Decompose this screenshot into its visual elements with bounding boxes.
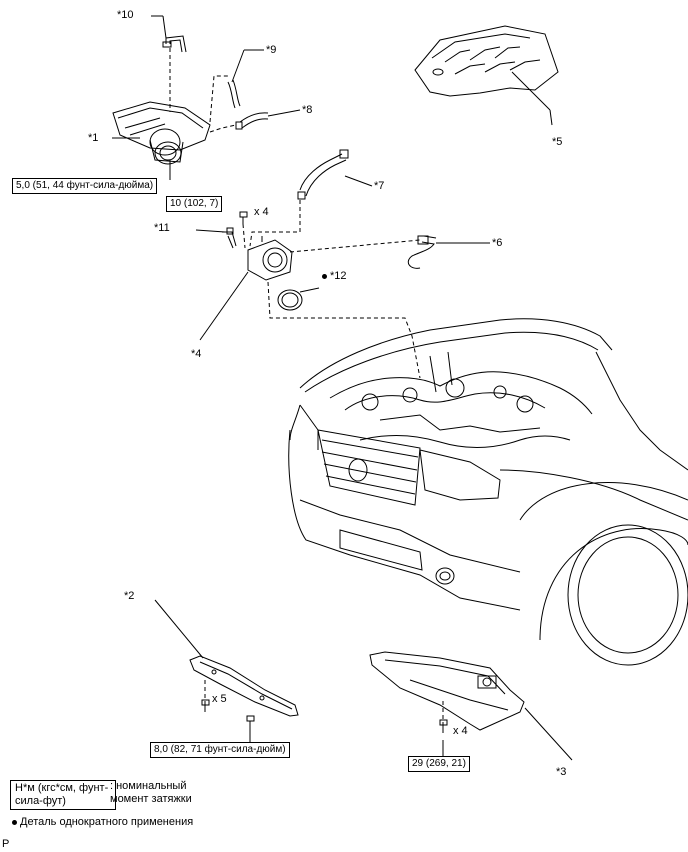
hose-part-11 [222,227,237,249]
hose-part-8 [235,112,269,130]
callout-7: *7 [374,180,385,192]
single-use-dot-icon [322,273,327,279]
legend-single-use: Деталь однократного применения [12,816,193,829]
torque-box-air-cleaner: 5,0 (51, 44 фунт-сила-дюйма) [12,178,158,194]
cover-part-2 [189,655,299,717]
hose-part-10 [162,35,187,53]
callout-3: *3 [556,766,567,778]
torque-box-cover2: 8,0 (82, 71 фунт-сила-дюйм) [150,742,290,758]
engine-cover-part [414,25,559,97]
qty-cover2-bolts: x 5 [212,693,227,705]
corner-letter: P [2,838,10,850]
torque-box-cover3: 29 (269, 21) [408,756,470,772]
callout-1: *1 [88,132,99,144]
hose-part-7 [297,149,349,200]
leader-lines [112,15,573,761]
throttle-bolt [239,211,248,224]
callout-5: *5 [552,136,563,148]
legend-unit-description: : номинальный момент затяжки [110,780,192,805]
throttle-body-part [247,236,293,281]
callout-12: *12 [322,270,347,282]
single-use-dot-icon [12,819,17,825]
torque-box-throttle: 10 (102, 7) [166,196,223,212]
air-cleaner-assembly-part [112,101,211,165]
cover-2-bolts [201,699,255,728]
callout-2: *2 [124,590,135,602]
callout-6: *6 [492,237,503,249]
callout-10: *10 [117,9,134,21]
hose-part-9 [227,79,241,109]
qty-throttle-bolts: x 4 [254,206,269,218]
callout-9: *9 [266,44,277,56]
callout-4: *4 [191,348,202,360]
vehicle-front-illustration [288,318,688,666]
gasket-part-12 [277,289,303,311]
legend-unit-box: Н*м (кгс*см, фунт-сила-фут) [10,780,116,810]
cover-part-3 [369,651,525,731]
callout-11: *11 [154,222,170,234]
qty-cover3-bolts: x 4 [453,725,468,737]
dashed-alignment-lines [169,48,444,733]
callout-8: *8 [302,104,313,116]
